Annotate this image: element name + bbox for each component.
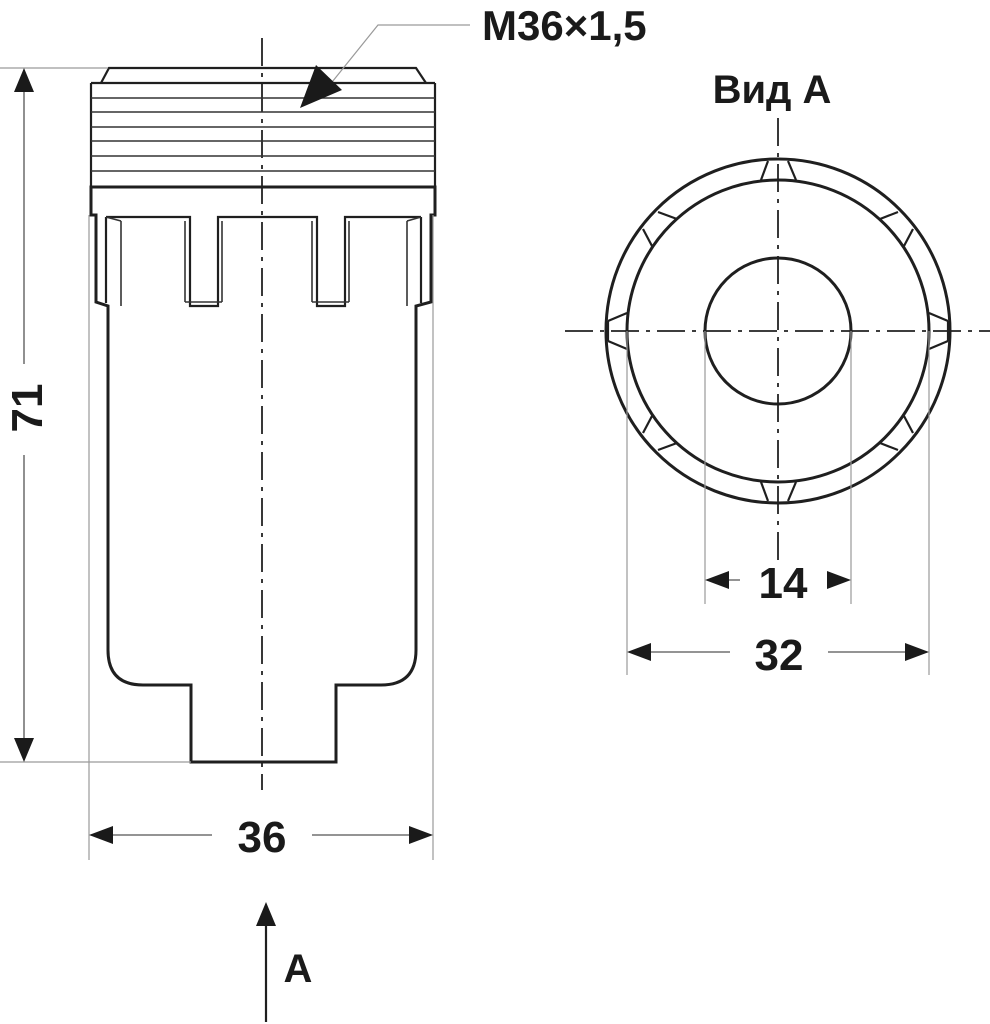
thread-label: M36×1,5 — [482, 2, 647, 49]
arrow-left-icon — [705, 571, 729, 589]
ring-notches — [606, 160, 950, 502]
arrow-right-icon — [905, 643, 929, 661]
arrow-left-icon — [627, 643, 651, 661]
thread-section — [89, 81, 437, 187]
height-dimension: 71 — [0, 67, 191, 763]
body-outline — [89, 185, 437, 764]
thread-leader-arrow-icon — [300, 65, 342, 108]
view-direction-marker: A — [256, 902, 312, 1022]
view-a-label: Вид А — [713, 68, 832, 112]
arrow-right-icon — [827, 571, 851, 589]
slots — [104, 215, 423, 308]
arrow-down-icon — [14, 738, 34, 762]
arrow-right-icon — [409, 826, 433, 844]
front-view: M36×1,5 71 36 A — [0, 2, 647, 1022]
view-arrow-up-icon — [256, 902, 276, 926]
thread-leader — [319, 24, 470, 98]
width-value: 36 — [238, 813, 287, 862]
view-arrow-label: A — [284, 947, 313, 991]
bore-value: 14 — [759, 559, 808, 608]
arrow-left-icon — [89, 826, 113, 844]
view-a: Вид А — [565, 68, 990, 680]
outer-circle — [604, 157, 952, 505]
bore-dimension: 14 — [705, 559, 851, 608]
outer-diameter-value: 32 — [755, 631, 804, 680]
width-dimension: 36 — [88, 215, 434, 862]
thread-chamfer — [100, 66, 427, 84]
height-value: 71 — [3, 384, 52, 433]
outer-dimension: 32 — [627, 631, 929, 680]
arrow-up-icon — [14, 68, 34, 92]
